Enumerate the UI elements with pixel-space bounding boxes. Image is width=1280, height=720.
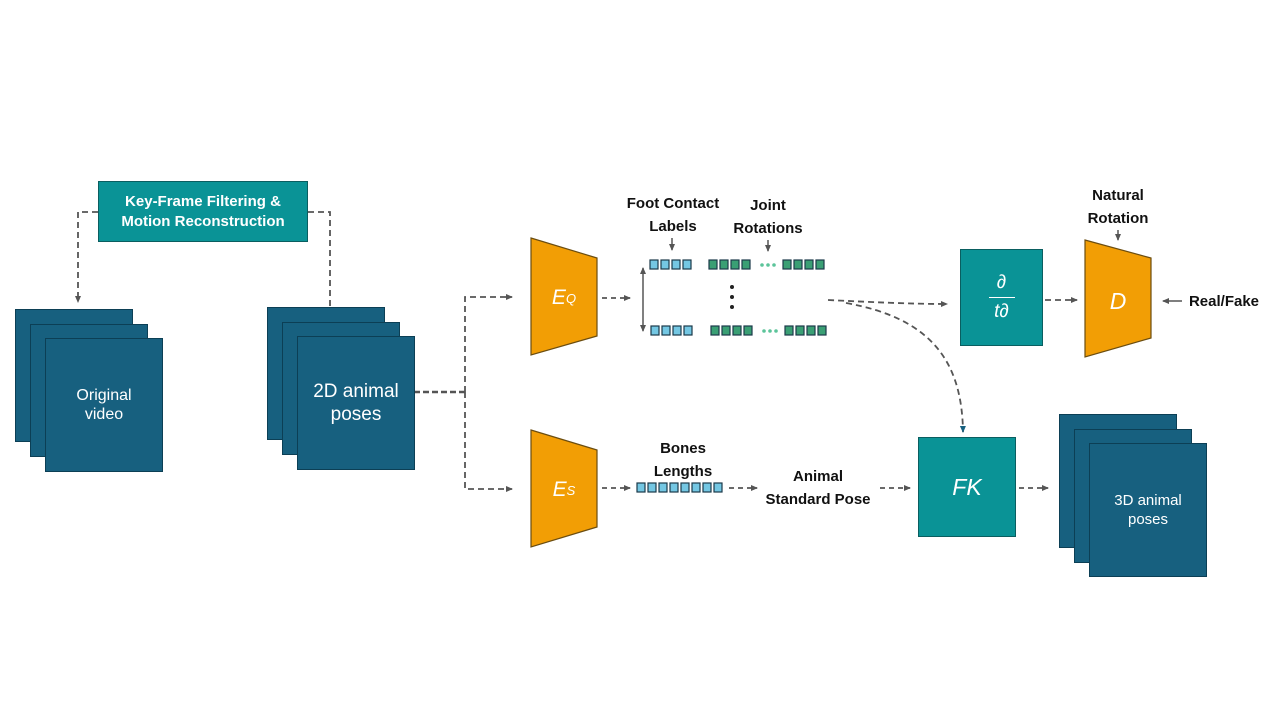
- vertical-dot: [730, 305, 734, 309]
- foot-contact-token: [661, 325, 671, 336]
- bone-length-token: [713, 482, 723, 493]
- derivative-fraction-bar: [988, 297, 1015, 298]
- token-ellipsis: [772, 263, 776, 267]
- joint-rotation-token: [806, 325, 816, 336]
- joint-rotation-token: [795, 325, 805, 336]
- encoder-s-shape: [530, 429, 598, 548]
- derivative-denominator: t∂: [994, 301, 1009, 322]
- discriminator-shape: [1084, 239, 1152, 358]
- joint-rotation-token: [817, 325, 827, 336]
- joint-rotation-token: [710, 325, 720, 336]
- joint-rotation-token: [732, 325, 742, 336]
- discriminator-label: D: [1109, 287, 1127, 314]
- foot-contact-labels: Foot Contact Labels: [626, 195, 720, 235]
- bones-lengths-label: Bones Lengths: [653, 440, 713, 480]
- fk-box: FK: [918, 437, 1016, 537]
- encoder-q-shape: [530, 237, 598, 356]
- arrow-tokens-to-derivative: [827, 299, 948, 307]
- foot-contact-token: [672, 325, 682, 336]
- animal-standard-pose-label: Animal Standard Pose: [765, 468, 871, 508]
- natural-rotation-label: Natural Rotation: [1087, 187, 1149, 227]
- keyframe-filtering-box: Key-Frame Filtering & Motion Reconstruct…: [98, 181, 308, 242]
- derivative-box: ∂ t∂: [960, 249, 1043, 346]
- arrow-to-es: [464, 392, 513, 492]
- line-keyframe-to-poses: [308, 211, 331, 308]
- joint-rotations-label: Joint Rotations: [733, 197, 803, 237]
- video-frame-front: Original video: [45, 338, 163, 472]
- bone-length-token: [702, 482, 712, 493]
- arrow-keyframe-to-video: [75, 211, 98, 303]
- joint-rotation-token: [730, 259, 740, 270]
- foot-contact-token: [649, 259, 659, 270]
- token-ellipsis: [768, 329, 772, 333]
- joint-rotation-token: [719, 259, 729, 270]
- bone-length-token: [647, 482, 657, 493]
- arrow-to-eq: [464, 294, 513, 392]
- bone-length-token: [669, 482, 679, 493]
- token-ellipsis: [762, 329, 766, 333]
- bone-length-token: [680, 482, 690, 493]
- joint-rotation-token: [782, 259, 792, 270]
- foot-contact-token: [682, 259, 692, 270]
- foot-contact-token: [683, 325, 693, 336]
- vertical-dot: [730, 285, 734, 289]
- joint-rotation-token: [708, 259, 718, 270]
- joint-rotation-token: [743, 325, 753, 336]
- foot-contact-token: [671, 259, 681, 270]
- joint-rotation-token: [741, 259, 751, 270]
- token-ellipsis: [774, 329, 778, 333]
- bone-length-token: [636, 482, 646, 493]
- bone-length-token: [691, 482, 701, 493]
- vertical-dot: [730, 295, 734, 299]
- derivative-numerator: ∂: [996, 272, 1007, 293]
- real-fake-label: Real/Fake: [1188, 293, 1260, 310]
- token-groups: [636, 259, 827, 493]
- joint-rotation-token: [793, 259, 803, 270]
- arrow-tokens-to-fk: [845, 302, 966, 433]
- joint-rotation-token: [804, 259, 814, 270]
- joint-rotation-token: [815, 259, 825, 270]
- joint-rotation-token: [721, 325, 731, 336]
- poses-3d-front: 3D animal poses: [1089, 443, 1207, 577]
- foot-contact-token: [650, 325, 660, 336]
- token-ellipsis: [766, 263, 770, 267]
- joint-rotation-token: [784, 325, 794, 336]
- foot-contact-token: [660, 259, 670, 270]
- poses-2d-front: 2D animal poses: [297, 336, 415, 470]
- token-ellipsis: [760, 263, 764, 267]
- bone-length-token: [658, 482, 668, 493]
